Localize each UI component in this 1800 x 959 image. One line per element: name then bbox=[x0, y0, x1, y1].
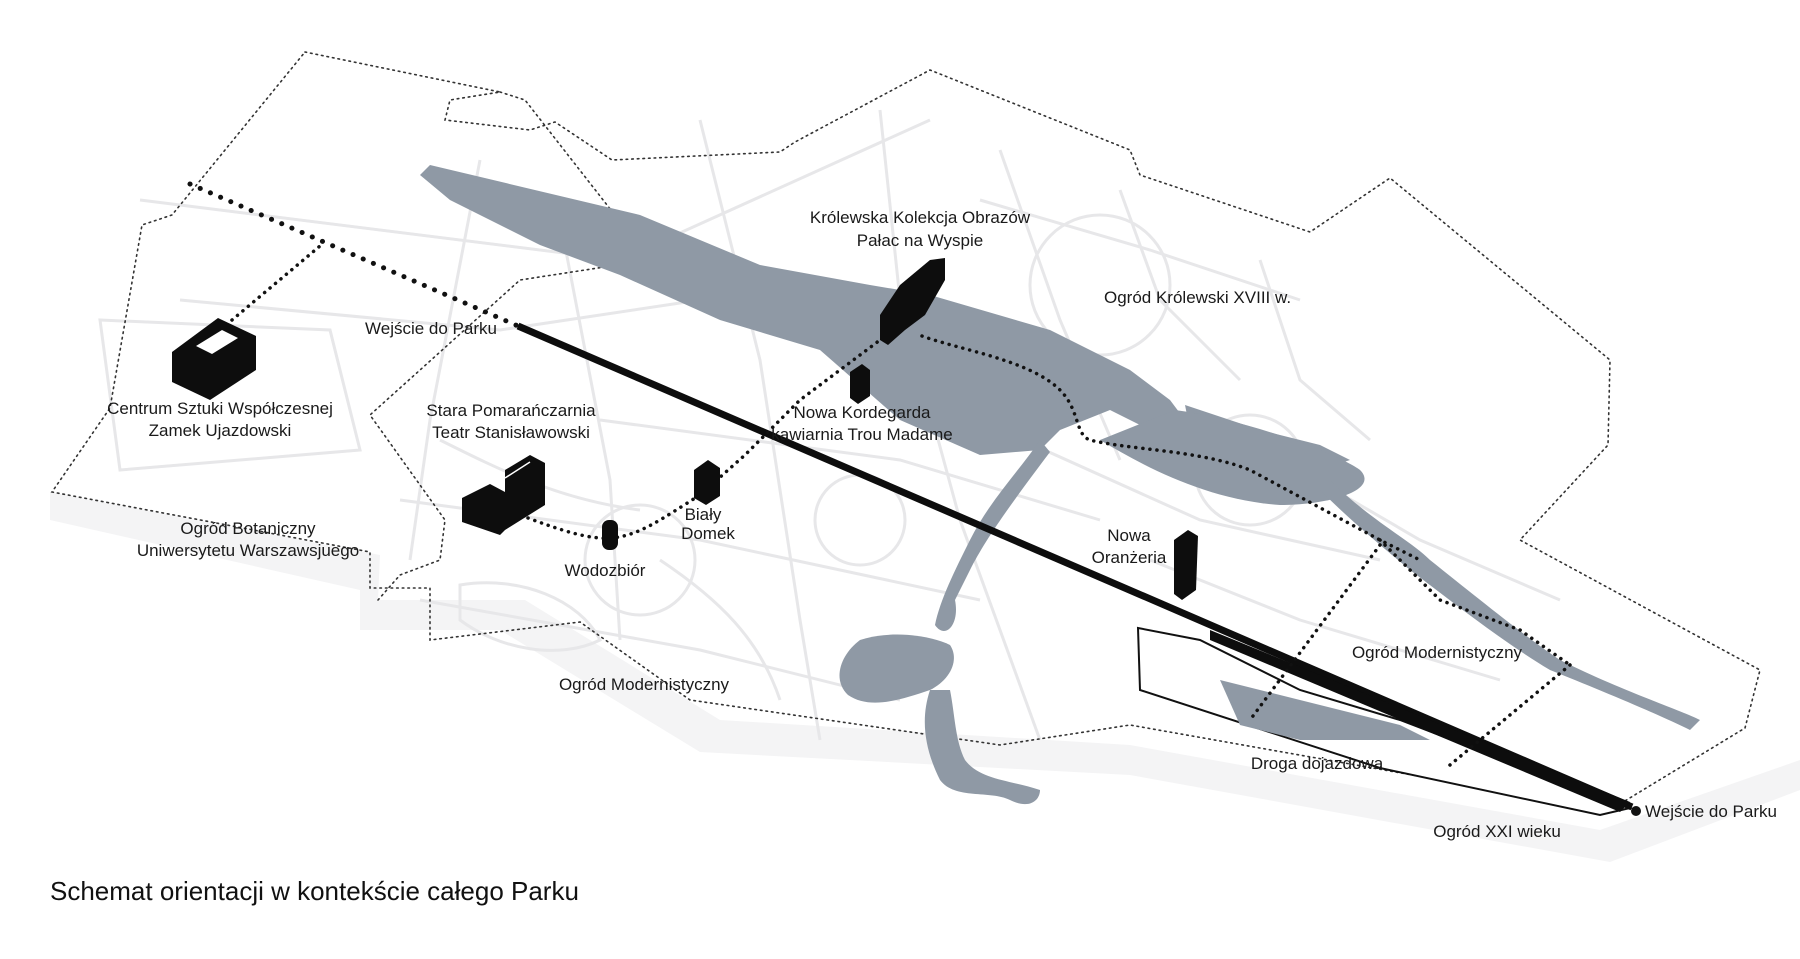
label-ogrod-krolewski: Ogród Królewski XVIII w. bbox=[1104, 288, 1291, 307]
label-krolewska-line1: Królewska Kolekcja Obrazów bbox=[810, 208, 1031, 227]
label-modern-right: Ogród Modernistyczny bbox=[1352, 643, 1523, 662]
label-botaniczny-line1: Ogród Botaniczny bbox=[180, 519, 316, 538]
label-botaniczny-line2: Uniwersytetu Warszawsjuego bbox=[137, 541, 359, 560]
label-kordegarda-line2: kawiarnia Trou Madame bbox=[771, 425, 952, 444]
nowa-oranzeria-building bbox=[1174, 530, 1198, 600]
river-east bbox=[1320, 480, 1700, 730]
stara-pomaranczarnia-building bbox=[462, 455, 545, 535]
canal-water bbox=[420, 165, 1185, 455]
label-bialy-line1: Biały bbox=[685, 505, 722, 524]
label-stara-line1: Stara Pomarańczarnia bbox=[426, 401, 596, 420]
label-wodozbior: Wodozbiór bbox=[565, 561, 646, 580]
map-caption: Schemat orientacji w kontekście całego P… bbox=[50, 876, 579, 906]
centrum-building bbox=[172, 318, 256, 400]
label-oranzeria-line1: Nowa bbox=[1107, 526, 1151, 545]
label-oranzeria-line2: Oranżeria bbox=[1092, 548, 1167, 567]
pond-south bbox=[839, 634, 954, 703]
stream-south bbox=[935, 440, 1050, 631]
label-centrum-line2: Zamek Ujazdowski bbox=[149, 421, 292, 440]
label-droga: Droga dojazdowa bbox=[1251, 754, 1384, 773]
label-wejscie-top: Wejście do Parku bbox=[365, 319, 497, 338]
label-kordegarda-line1: Nowa Kordegarda bbox=[793, 403, 931, 422]
lake-south bbox=[1100, 410, 1365, 505]
label-krolewska-line2: Pałac na Wyspie bbox=[857, 231, 983, 250]
park-plinth bbox=[50, 492, 1800, 862]
stream-lower bbox=[924, 690, 1040, 805]
label-bialy-line2: Domek bbox=[681, 524, 735, 543]
palac-na-wyspie-building bbox=[880, 258, 945, 345]
entrance-dot-bottom bbox=[1631, 806, 1641, 816]
bialy-domek-building bbox=[694, 460, 720, 505]
label-modern-left: Ogród Modernistyczny bbox=[559, 675, 730, 694]
main-axis-wedge bbox=[1210, 630, 1630, 812]
label-stara-line2: Teatr Stanisławowski bbox=[432, 423, 590, 442]
nowa-kordegarda-building bbox=[850, 364, 870, 404]
park-boundary bbox=[50, 51, 1761, 811]
water-bodies bbox=[420, 165, 1700, 805]
wodozbior-building bbox=[602, 520, 618, 550]
access-road-area bbox=[1220, 680, 1430, 740]
label-centrum-line1: Centrum Sztuki Współczesnej bbox=[107, 399, 333, 418]
label-wejscie-bottom: Wejście do Parku bbox=[1645, 802, 1777, 821]
label-xxi: Ogród XXI wieku bbox=[1433, 822, 1561, 841]
